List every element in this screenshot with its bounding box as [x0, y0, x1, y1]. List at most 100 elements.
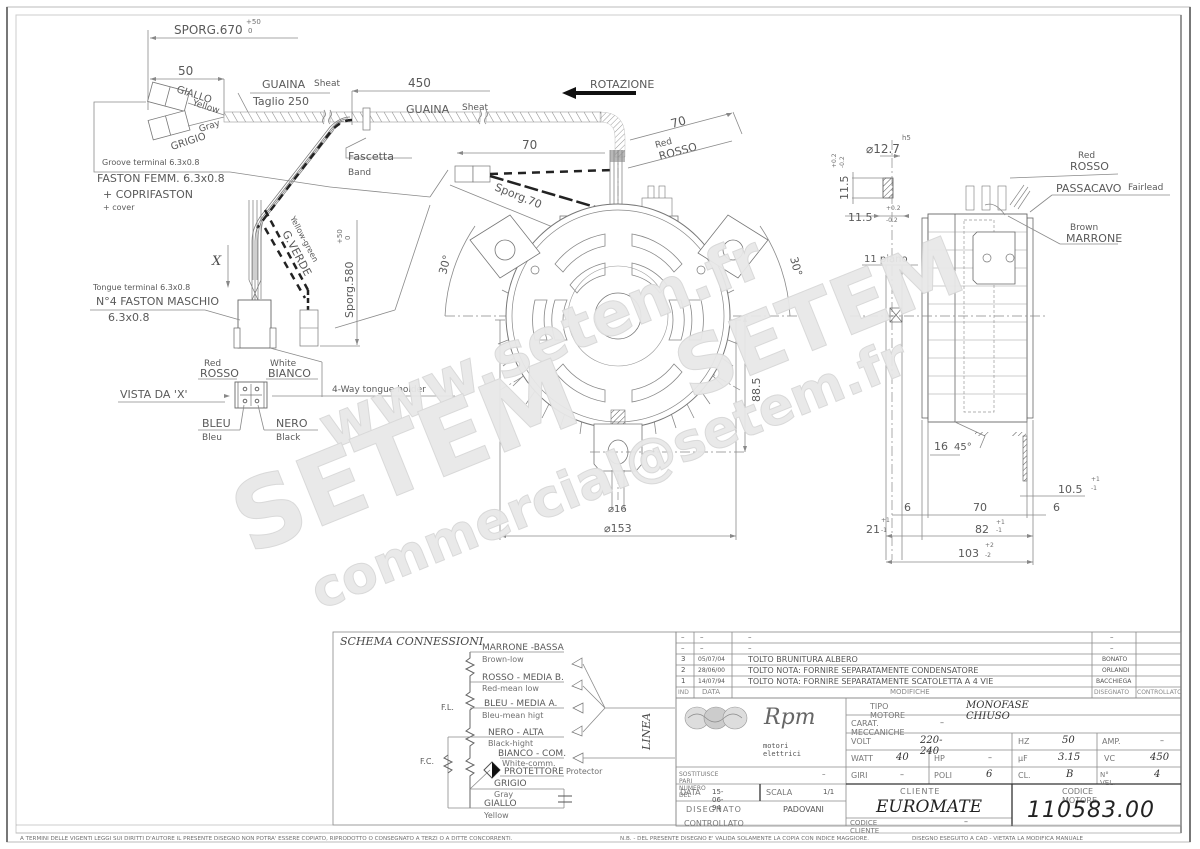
svg-text:⌀16: ⌀16 [608, 504, 627, 515]
svg-text:-0.2: -0.2 [886, 217, 898, 224]
svg-text:30°: 30° [436, 254, 454, 276]
svg-text:16: 16 [934, 440, 948, 453]
svg-text:White-comm.: White-comm. [502, 759, 556, 768]
svg-text:Sheat: Sheat [462, 103, 488, 113]
svg-text:FASTON FEMM. 6.3x0.8: FASTON FEMM. 6.3x0.8 [97, 172, 225, 185]
svg-text:+50: +50 [246, 18, 261, 26]
svg-text:Yellow: Yellow [483, 811, 509, 820]
svg-text:0: 0 [344, 236, 352, 240]
svg-text:Taglio 250: Taglio 250 [252, 95, 309, 108]
svg-text:11.5: 11.5 [838, 176, 851, 201]
svg-text:BIANCO - COM.: BIANCO - COM. [498, 749, 566, 759]
svg-text:⌀153: ⌀153 [604, 522, 632, 535]
svg-text:LINEA: LINEA [640, 713, 653, 751]
motor-front-view: 30° 30° 88.5 ⌀153 ⌀16 [436, 150, 805, 540]
svg-text:Red: Red [654, 137, 673, 151]
svg-text:ROSSO: ROSSO [1070, 160, 1109, 173]
svg-text:PASSACAVO: PASSACAVO [1056, 182, 1122, 195]
svg-text:NERO: NERO [276, 417, 308, 430]
rpm-logo-icon [684, 706, 748, 730]
svg-text:+0.2: +0.2 [831, 153, 838, 168]
svg-text:Bleu: Bleu [202, 433, 222, 443]
motor-side-view: ⌀12.7 h5 11.5 +0.2 -0.2 11.5 +0.2 -0.2 1… [831, 134, 1170, 565]
svg-text:SCHEMA CONNESSIONI: SCHEMA CONNESSIONI [340, 635, 484, 648]
svg-text:Tongue terminal 6.3x0.8: Tongue terminal 6.3x0.8 [92, 283, 190, 292]
svg-text:70: 70 [522, 138, 537, 152]
cable-assembly: SPORG.670 +50 0 50 GIALLO Yellow Gray GR… [93, 18, 743, 301]
svg-text:GRIGIO: GRIGIO [170, 131, 208, 153]
svg-text:⌀12.7: ⌀12.7 [866, 142, 900, 156]
svg-text:ROTAZIONE: ROTAZIONE [590, 78, 654, 91]
svg-text:PROTETTORE: PROTETTORE [504, 767, 564, 777]
svg-text:Red-mean low: Red-mean low [482, 684, 539, 693]
svg-text:Black: Black [276, 433, 301, 443]
nb-note: N.B. - DEL PRESENTE DISEGNO E' VALIDA SO… [620, 836, 869, 842]
svg-text:Black-hight: Black-hight [488, 739, 533, 748]
customer-name: EUROMATE [876, 797, 982, 817]
svg-text:-0.2: -0.2 [839, 156, 846, 168]
svg-text:45°: 45° [954, 442, 972, 453]
svg-text:450: 450 [408, 76, 431, 90]
svg-text:Red: Red [1078, 151, 1095, 161]
svg-text:70: 70 [669, 113, 687, 130]
svg-text:Fairlead: Fairlead [1128, 183, 1163, 193]
svg-text:+2: +2 [985, 542, 994, 549]
svg-text:X: X [211, 254, 222, 269]
svg-text:Groove terminal 6.3x0.8: Groove terminal 6.3x0.8 [102, 158, 199, 167]
svg-text:Sheat: Sheat [314, 79, 340, 89]
svg-text:GRIGIO: GRIGIO [494, 779, 527, 789]
svg-text:MARRONE: MARRONE [1066, 232, 1122, 245]
svg-text:-1: -1 [881, 527, 887, 534]
svg-text:White: White [270, 359, 297, 369]
svg-text:82: 82 [975, 523, 989, 536]
svg-text:SPORG.670: SPORG.670 [174, 23, 243, 37]
svg-text:F.C.: F.C. [420, 757, 434, 766]
svg-text:GUAINA: GUAINA [262, 78, 306, 91]
svg-text:6: 6 [904, 501, 911, 514]
svg-text:+1: +1 [881, 517, 890, 524]
svg-text:11.5: 11.5 [848, 211, 873, 224]
svg-text:N°4 FASTON MASCHIO: N°4 FASTON MASCHIO [96, 295, 219, 308]
motor-code: 110583.00 [1027, 798, 1155, 823]
logo-text: Rpm [764, 705, 816, 730]
svg-text:ROSSO - MEDIA B.: ROSSO - MEDIA B. [482, 673, 564, 683]
svg-text:BIANCO: BIANCO [268, 367, 311, 380]
connection-schema: SCHEMA CONNESSIONI LINEA MARRONE -BASSA [332, 631, 677, 826]
svg-text:-1: -1 [996, 527, 1002, 534]
svg-text:Band: Band [348, 168, 371, 178]
copyright-note: A TERMINI DELLE VIGENTI LEGGI SUI DIRITT… [20, 836, 513, 842]
svg-text:Bleu-mean higt: Bleu-mean higt [482, 711, 543, 720]
svg-text:11 piano: 11 piano [864, 254, 908, 265]
svg-text:+50: +50 [336, 229, 344, 244]
svg-text:21: 21 [866, 523, 880, 536]
svg-text:+ cover: + cover [103, 203, 135, 212]
cad-note: DISEGNO ESEGUITO A CAD - VIETATA LA MODI… [912, 836, 1084, 842]
svg-text:30°: 30° [787, 255, 805, 277]
svg-text:Fascetta: Fascetta [348, 150, 394, 163]
svg-text:-1: -1 [1091, 485, 1097, 492]
svg-text:BLEU - MEDIA A.: BLEU - MEDIA A. [484, 699, 557, 709]
svg-text:4-Way tongue holder: 4-Way tongue holder [332, 385, 426, 395]
svg-text:-2: -2 [985, 552, 991, 559]
svg-text:BLEU: BLEU [202, 417, 231, 430]
svg-text:ROSSO: ROSSO [200, 367, 239, 380]
svg-text:h5: h5 [902, 134, 911, 142]
svg-text:GUAINA: GUAINA [406, 103, 450, 116]
svg-text:70: 70 [973, 501, 987, 514]
svg-text:+1: +1 [996, 519, 1005, 526]
svg-text:Brown-low: Brown-low [482, 655, 524, 664]
svg-text:Sporg.580: Sporg.580 [343, 262, 356, 319]
svg-text:+1: +1 [1091, 476, 1100, 483]
four-way-connector: X Tongue terminal 6.3x0.8 N°4 FASTON MAS… [90, 200, 455, 443]
svg-text:6: 6 [1053, 501, 1060, 514]
svg-text:50: 50 [178, 64, 193, 78]
svg-text:+0.2: +0.2 [886, 205, 901, 212]
motor-type: MONOFASE CHIUSO [966, 700, 1029, 722]
svg-text:Red: Red [204, 359, 221, 369]
svg-text:MARRONE -BASSA: MARRONE -BASSA [482, 643, 565, 653]
svg-text:Protector: Protector [566, 767, 603, 776]
svg-text:GIALLO: GIALLO [484, 799, 517, 809]
svg-text:VISTA DA 'X': VISTA DA 'X' [120, 388, 188, 401]
svg-text:+ COPRIFASTON: + COPRIFASTON [103, 188, 193, 201]
